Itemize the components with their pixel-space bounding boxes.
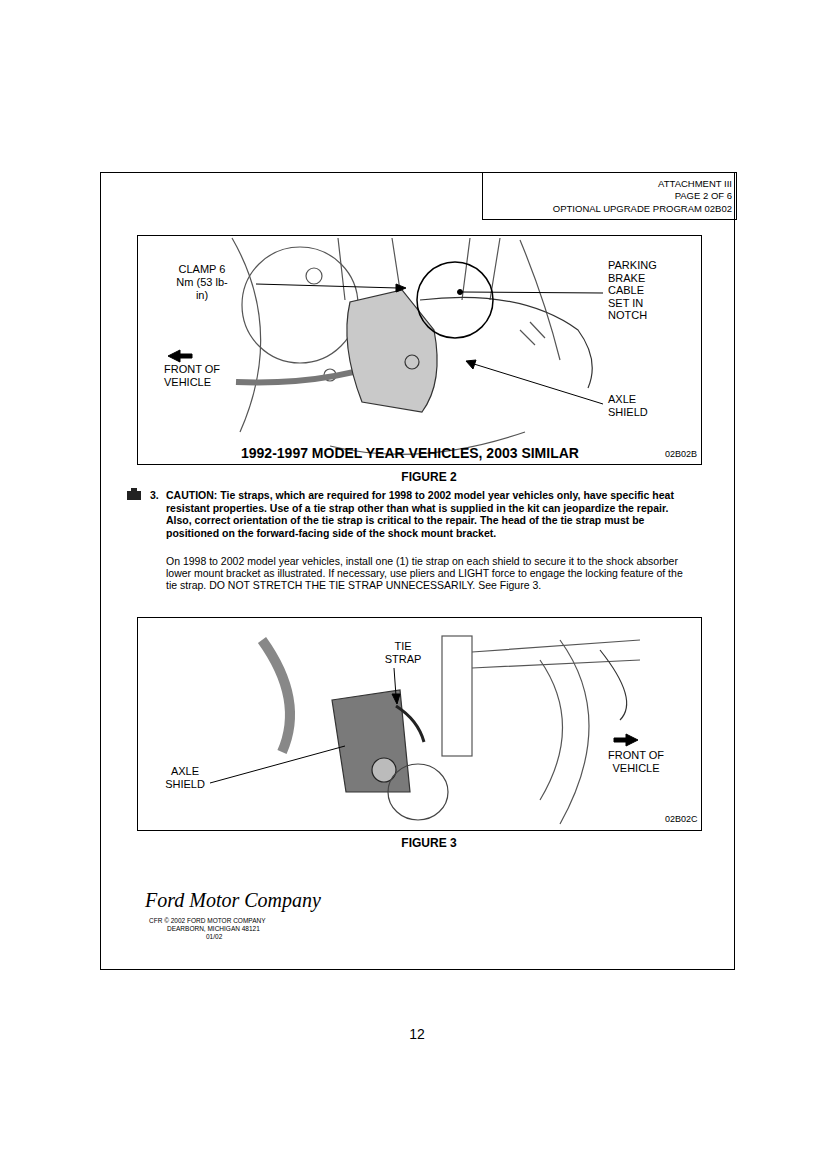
figure-code: 02B02B [665, 449, 699, 460]
copyright-line: CFR © 2002 FORD MOTOR COMPANY [149, 917, 299, 925]
shock-absorber [462, 238, 500, 300]
figure-2-art [232, 238, 592, 454]
hub-bolt [306, 268, 322, 284]
page-frame: ATTACHMENT IIIPAGE 2 OF 6 OPTIONAL UPGRAD… [100, 172, 735, 970]
leader-line [256, 284, 398, 288]
mount-bolt [372, 758, 396, 782]
date-code: 01/02 [206, 933, 246, 941]
axle-shield [347, 290, 437, 412]
part-label: AXLE SHIELD [608, 393, 660, 419]
header-line: PAGE 2 OF 6 [483, 190, 732, 201]
leader-line [210, 746, 345, 783]
direction-label: FRONT OF VEHICLE [164, 363, 228, 389]
leader-line [474, 364, 603, 404]
step-icon [127, 488, 141, 500]
axle-tube [338, 238, 400, 300]
leader-line [462, 292, 603, 293]
step-number: 3. [150, 489, 164, 501]
axle-shield [332, 690, 410, 792]
instruction-text: On 1998 to 2002 model year vehicles, ins… [166, 555, 692, 591]
front-arrow [614, 734, 638, 746]
figure-3-art [262, 636, 640, 824]
arrowhead [392, 694, 400, 704]
figure-code: 02B02C [665, 814, 699, 825]
leader-line [394, 668, 396, 696]
header-line: OPTIONAL UPGRADE PROGRAM 02B02 [483, 203, 732, 214]
part-label: TIE STRAP [377, 640, 429, 666]
page-number: 12 [405, 1026, 429, 1042]
control-arm [472, 640, 640, 668]
company-logo: Ford Motor Company [145, 889, 365, 911]
caution-text: CAUTION: Tie straps, which are required … [166, 489, 692, 539]
figure-title: 1992-1997 MODEL YEAR VEHICLES, 2003 SIMI… [241, 445, 641, 461]
part-label: PARKING BRAKE CABLE SET IN NOTCH [608, 259, 664, 322]
icon-body [127, 491, 141, 500]
shock-absorber [442, 636, 472, 756]
mount-bolt [405, 355, 419, 369]
figure-frame: TIE STRAP FRONT OF VEHICLE AXLE SHIELD 02B0… [137, 617, 702, 831]
figure-3-leaders [210, 668, 638, 783]
front-arrow [168, 350, 192, 362]
notch-circle [417, 262, 493, 338]
header-box: ATTACHMENT IIIPAGE 2 OF 6 OPTIONAL UPGRAD… [482, 172, 737, 220]
icon-top [131, 488, 137, 492]
frame-line [520, 240, 560, 360]
rotor-edge [540, 660, 563, 800]
header-line: ATTACHMENT III [483, 178, 732, 189]
part-label: AXLE SHIELD [159, 765, 211, 791]
figure-frame: CLAMP 6 Nm (53 lb-in) FRONT OF VEHICLE PAR… [137, 235, 702, 465]
figure-caption: FIGURE 3 [391, 836, 467, 850]
arrowhead [396, 284, 406, 292]
part-label: CLAMP 6 Nm (53 lb-in) [171, 263, 233, 302]
tire-edge [560, 640, 589, 824]
brake-cable [600, 650, 627, 720]
axle-tube [262, 640, 290, 752]
bracket-detail [520, 322, 545, 345]
tie-strap [396, 706, 424, 742]
address-line: DEARBORN, MICHIGAN 48121 [167, 925, 297, 933]
figure-caption: FIGURE 2 [391, 470, 467, 484]
direction-label: FRONT OF VEHICLE [604, 749, 668, 775]
hand [388, 764, 448, 820]
figure-2-leaders [168, 284, 603, 404]
arrowhead [466, 360, 476, 369]
leader-dot [458, 290, 463, 295]
